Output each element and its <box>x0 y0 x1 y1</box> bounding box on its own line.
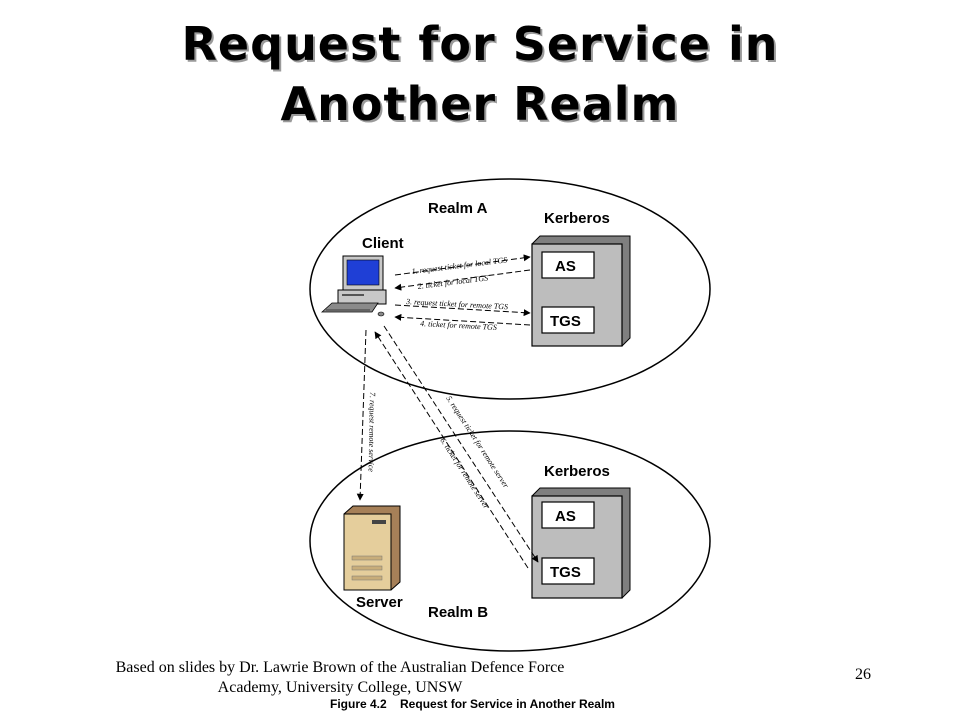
page-number: 26 <box>855 666 871 683</box>
arrow-m6 <box>374 331 529 569</box>
message-4-label: 4. ticket for remote TGS <box>420 319 497 332</box>
as-a-box <box>541 251 595 279</box>
arrow-m3 <box>394 304 531 317</box>
arrow-m2 <box>394 269 531 291</box>
as-a-label: AS <box>555 258 576 275</box>
slide-title: Request for Service in Another Realm <box>0 14 960 134</box>
tgs-b-box <box>541 557 595 585</box>
client-label: Client <box>362 235 404 252</box>
kerberos-b-label: Kerberos <box>544 463 610 480</box>
slide-title-line-2: Another Realm <box>280 77 680 131</box>
tgs-a-box <box>541 306 595 334</box>
realm-b-label: Realm B <box>428 604 488 621</box>
kerberos-a-label: Kerberos <box>544 210 610 227</box>
figure-caption: Figure 4.2 Request for Service in Anothe… <box>330 697 615 711</box>
server-label: Server <box>356 594 403 611</box>
tgs-b-label: TGS <box>550 564 581 581</box>
realm-a-label: Realm A <box>428 200 488 217</box>
message-7-label: 7. request remote service <box>367 392 377 472</box>
footer-credit-line-1: Based on slides by Dr. Lawrie Brown of t… <box>115 659 565 676</box>
client-computer-icon <box>320 255 387 317</box>
slide-title-line-1: Request for Service in <box>181 17 779 71</box>
as-b-box <box>541 501 595 529</box>
as-b-label: AS <box>555 508 576 525</box>
footer-credit-line-2: Academy, University College, UNSW <box>217 679 463 696</box>
arrow-m1 <box>394 254 531 276</box>
tgs-a-label: TGS <box>550 313 581 330</box>
arrow-m4 <box>394 313 531 326</box>
arrow-m7 <box>356 329 367 501</box>
arrow-m5 <box>383 325 539 563</box>
server-tower-icon <box>343 505 401 591</box>
footer-credit: Based on slides by Dr. Lawrie Brown of t… <box>60 658 620 698</box>
kerberos-b-box <box>531 487 631 599</box>
kerberos-a-box <box>531 235 631 347</box>
